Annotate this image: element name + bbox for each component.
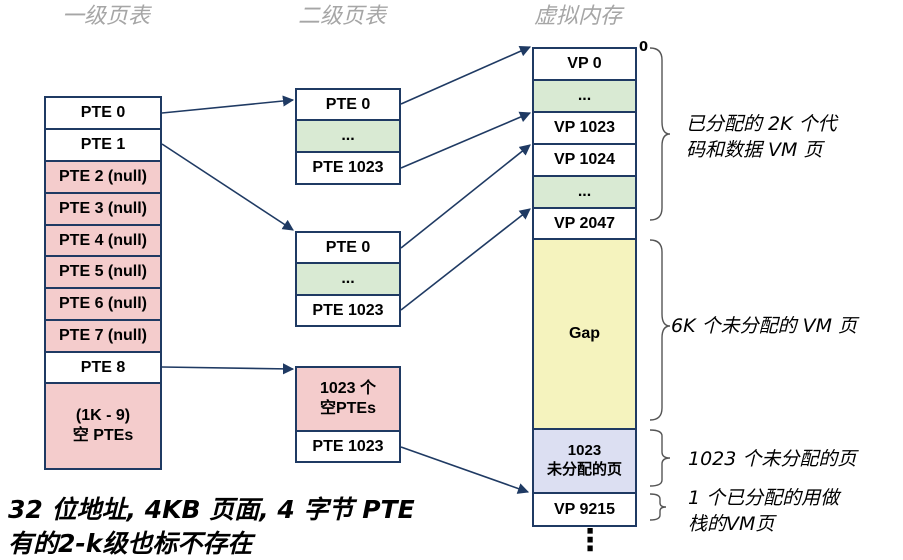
level2-table-c: 1023 个 空PTEs PTE 1023 — [295, 366, 401, 463]
vm-zero-label: 0 — [639, 40, 649, 55]
arrow-l1-pte0 — [161, 95, 295, 114]
level2-table-b: PTE 0 ... PTE 1023 — [295, 231, 401, 327]
vm-vp-1024: VP 1024 — [534, 145, 635, 177]
brace-gap — [649, 239, 671, 421]
vm-header: 虚拟内存 — [534, 4, 623, 29]
footer-line-2: 有的2-k级也标不存在 — [8, 529, 253, 558]
level1-pte-3-null: PTE 3 (null) — [46, 194, 160, 226]
vm-vp-1023: VP 1023 — [534, 113, 635, 145]
brace-allocated — [649, 47, 671, 221]
vm-vp-9215: VP 9215 — [553, 500, 616, 518]
virtual-memory: VP 0 ... VP 1023 VP 1024 ... VP 2047 Gap… — [532, 47, 637, 527]
brace-unallocated — [649, 429, 671, 487]
arrow-l2b-pte0 — [400, 144, 531, 249]
level1-pte-1: PTE 1 — [46, 130, 160, 162]
vm-vp-0: VP 0 — [534, 49, 635, 81]
level2c-pte-1023: PTE 1023 — [312, 437, 384, 455]
arrow-l2c-pte1023 — [400, 446, 530, 494]
arrow-l2a-pte0 — [400, 45, 532, 105]
level2-header: 二级页表 — [298, 4, 387, 29]
level1-pte-6-null: PTE 6 (null) — [46, 289, 160, 321]
level1-empty-ptes: (1K - 9) 空 PTEs — [46, 384, 160, 468]
vm-vp-2047: VP 2047 — [534, 209, 635, 240]
annotation-allocated: 已分配的 2K 个代 码和数据 VM 页 — [686, 113, 837, 161]
level1-pte-0: PTE 0 — [46, 98, 160, 130]
level1-pte-7-null: PTE 7 (null) — [46, 321, 160, 353]
level2a-ellipsis: ... — [297, 121, 399, 153]
vm-gap: Gap — [534, 240, 635, 430]
arrow-l1-pte1 — [161, 143, 294, 231]
level1-pte-5-null: PTE 5 (null) — [46, 257, 160, 289]
brace-stack — [649, 493, 667, 521]
level1-page-table: PTE 0 PTE 1 PTE 2 (null) PTE 3 (null) PT… — [44, 96, 162, 470]
annotation-gap: 6K 个未分配的 VM 页 — [671, 315, 858, 337]
arrow-l1-pte8 — [161, 363, 295, 375]
level2c-empty-ptes: 1023 个 空PTEs — [297, 368, 399, 432]
level1-pte-8: PTE 8 — [46, 353, 160, 384]
vm-ellipsis-2: ... — [534, 177, 635, 209]
arrow-l2b-pte1023 — [400, 208, 531, 311]
vm-unallocated-pages: 1023 未分配的页 — [534, 430, 635, 494]
annotation-unallocated: 1023 个未分配的页 — [688, 448, 857, 470]
level1-pte-2-null: PTE 2 (null) — [46, 162, 160, 194]
level2b-pte-0: PTE 0 — [297, 233, 399, 264]
vm-continuation: ⋮ — [575, 524, 605, 557]
arrow-l2a-pte1023 — [400, 111, 532, 169]
level2a-pte-1023: PTE 1023 — [312, 159, 384, 176]
level2b-ellipsis: ... — [297, 264, 399, 296]
level2-table-a: PTE 0 ... PTE 1023 — [295, 88, 401, 185]
level2b-pte-1023: PTE 1023 — [312, 301, 384, 319]
level1-pte-4-null: PTE 4 (null) — [46, 226, 160, 257]
footer-line-1: 32 位地址, 4KB 页面, 4 字节 PTE — [8, 495, 415, 524]
level2a-pte-0: PTE 0 — [297, 90, 399, 121]
vm-ellipsis-1: ... — [534, 81, 635, 113]
level1-header: 一级页表 — [62, 4, 151, 29]
annotation-stack: 1 个已分配的用做 栈的VM页 — [688, 487, 840, 535]
